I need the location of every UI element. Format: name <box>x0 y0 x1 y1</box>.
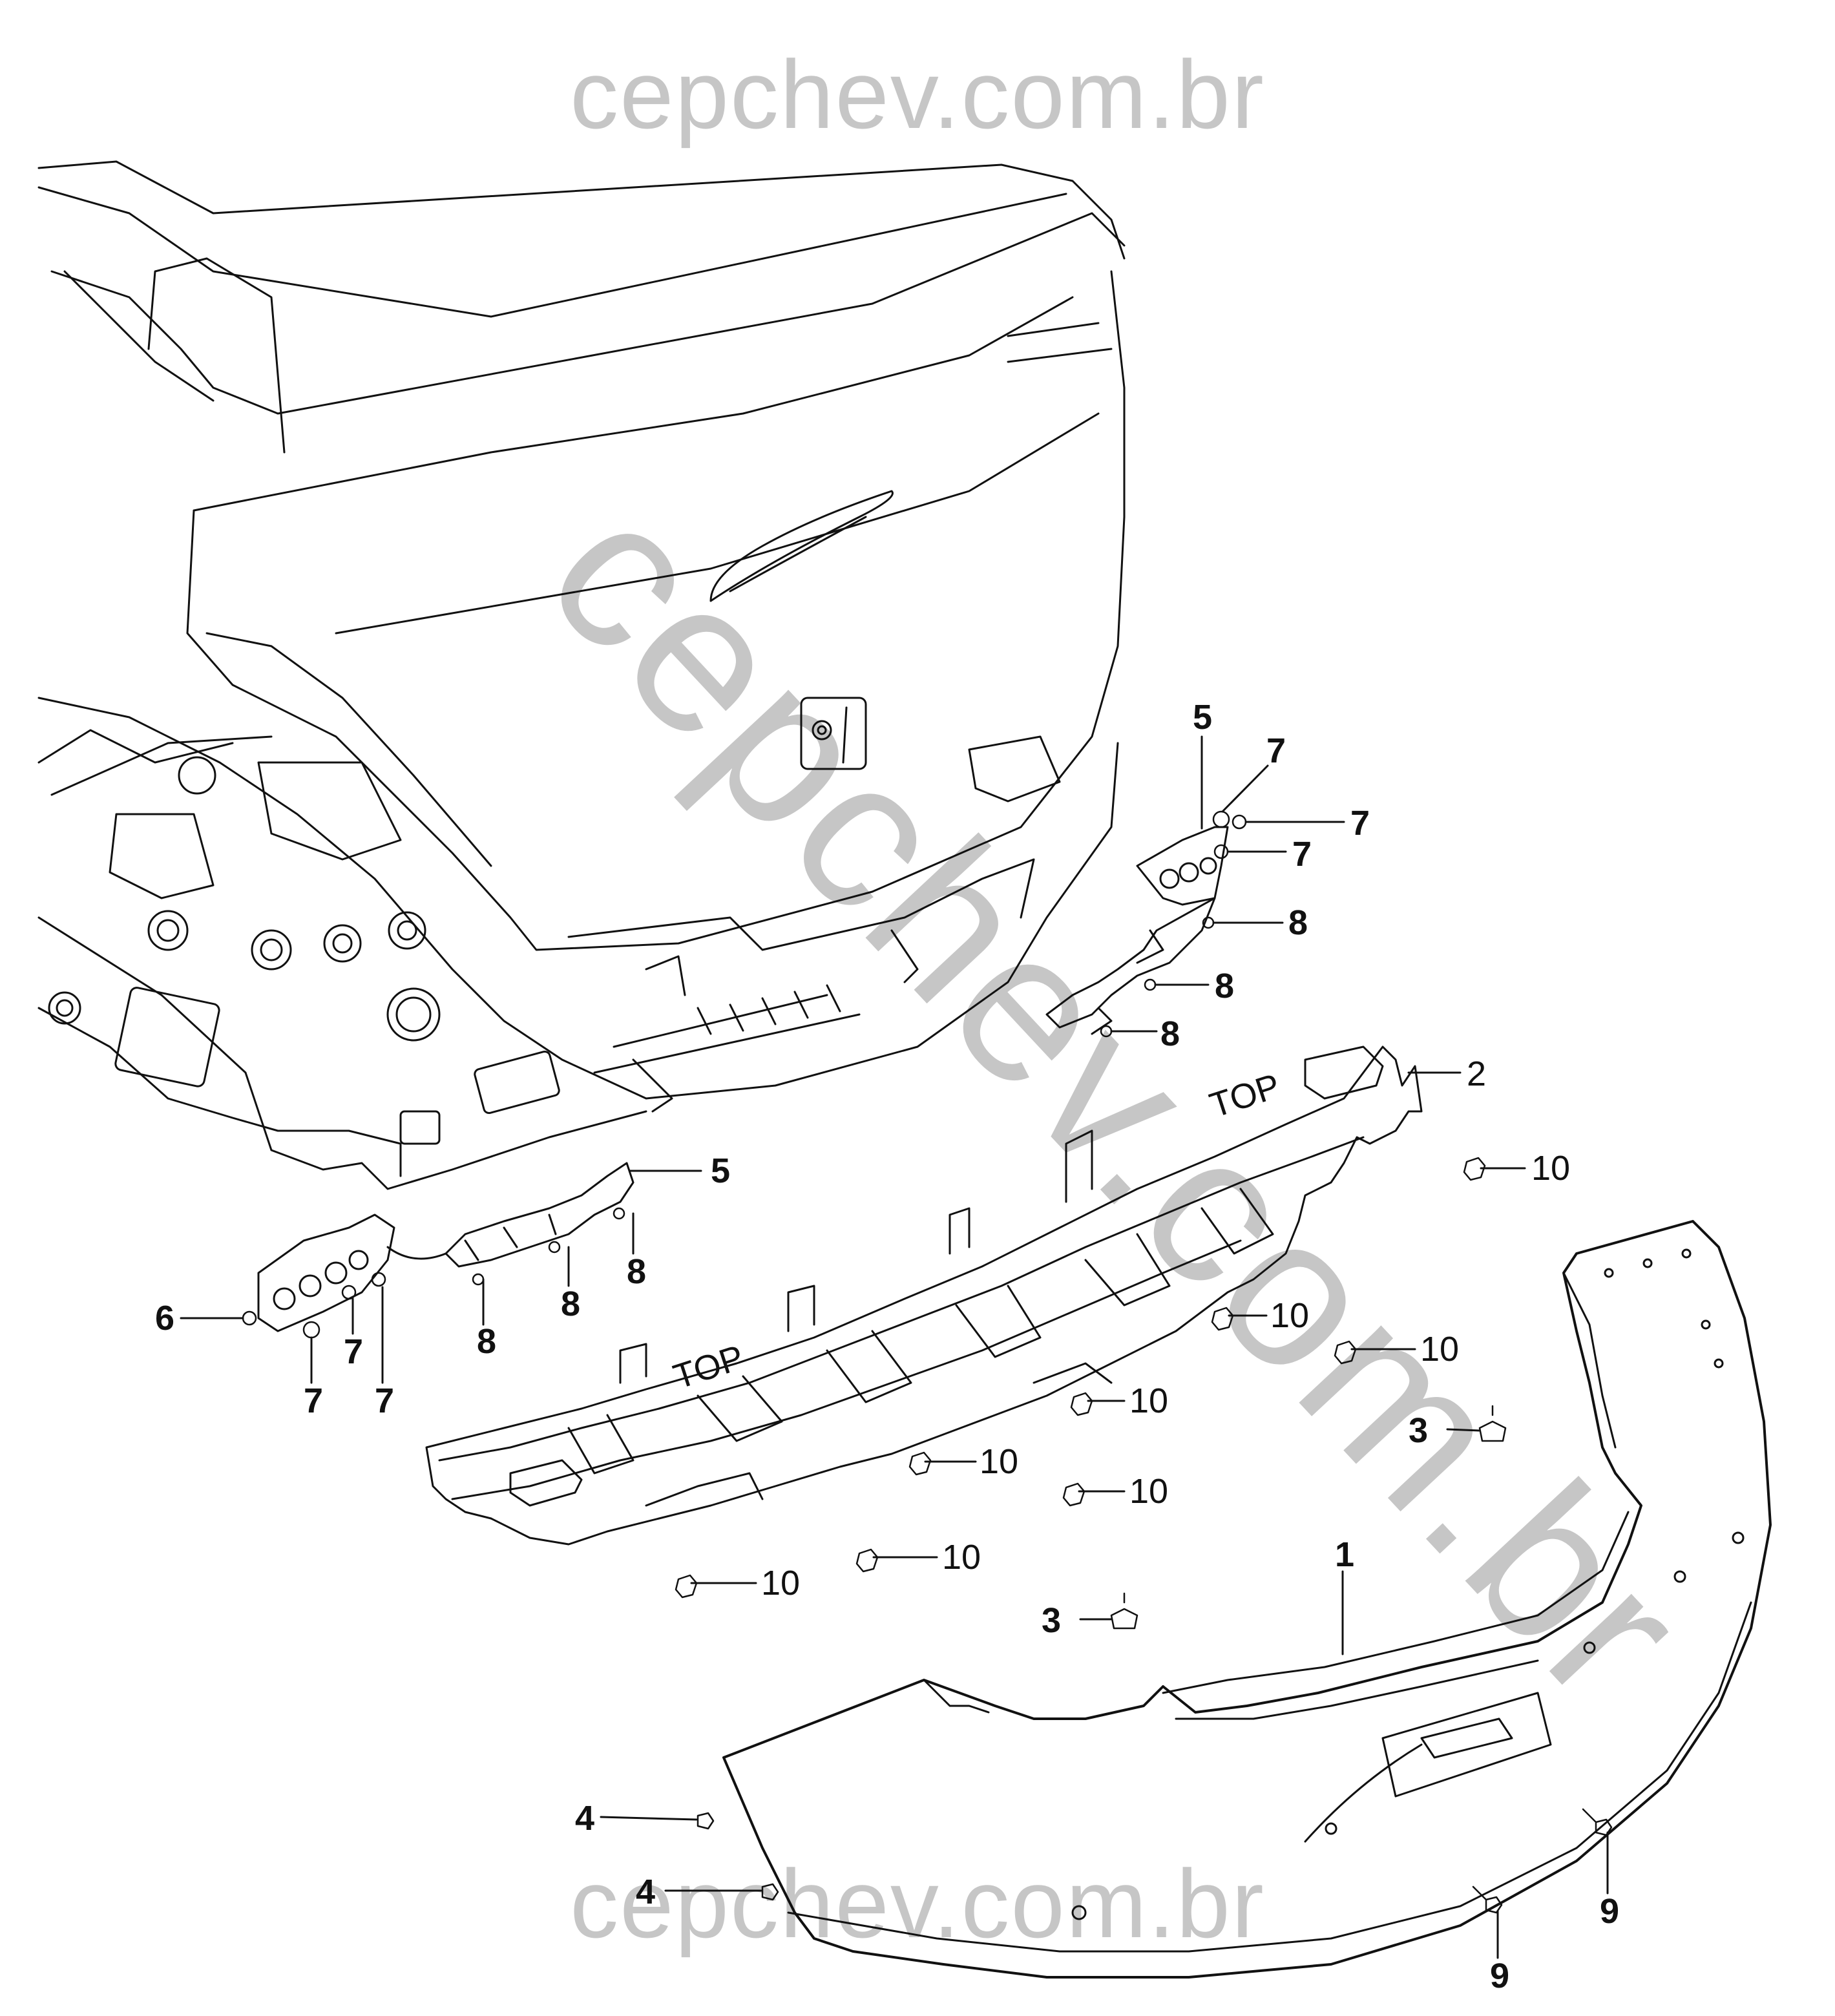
energy-absorber <box>425 1045 1423 1546</box>
screw-4-b <box>761 1883 779 1901</box>
washer-7-e <box>341 1285 357 1300</box>
callout-3b: 3 <box>1042 1601 1061 1640</box>
callout-4b: 4 <box>636 1873 655 1911</box>
vehicle-rear-body <box>37 160 1126 1190</box>
callout-7f: 7 <box>375 1381 394 1420</box>
callout-10h: 10 <box>761 1564 800 1602</box>
callout-7d: 7 <box>304 1381 323 1420</box>
callout-1: 1 <box>1335 1535 1354 1574</box>
callout-7e: 7 <box>344 1332 363 1371</box>
callout-2: 2 <box>1467 1055 1486 1093</box>
callout-10b: 10 <box>1270 1296 1309 1335</box>
washer-7-c <box>1213 844 1229 859</box>
callout-8c: 8 <box>1160 1014 1180 1053</box>
callout-10a: 10 <box>1531 1149 1570 1188</box>
callout-8b: 8 <box>1215 967 1234 1005</box>
screw-4-a <box>697 1812 715 1830</box>
screw-9-a <box>1582 1808 1613 1836</box>
bumper-bracket-left <box>257 1162 634 1332</box>
screw-9-b <box>1472 1885 1503 1914</box>
callout-8d: 8 <box>477 1322 496 1361</box>
callout-9b: 9 <box>1490 1957 1509 1995</box>
clip-10-e <box>908 1451 932 1476</box>
screw-8-e <box>548 1241 561 1254</box>
leader-lines <box>180 735 1609 1959</box>
callout-7c: 7 <box>1292 835 1312 874</box>
bumper-bracket-right <box>1045 826 1229 1035</box>
clip-10-c <box>1334 1340 1357 1365</box>
washer-7-a <box>1212 810 1230 828</box>
callout-9a: 9 <box>1600 1892 1619 1931</box>
screw-8-d <box>472 1273 485 1286</box>
clip-10-g <box>855 1548 879 1573</box>
callout-5b: 5 <box>711 1151 730 1190</box>
energy-absorber-marking-right: TOP <box>1205 1066 1284 1125</box>
pushpin-3-a <box>1478 1405 1507 1442</box>
callout-10d: 10 <box>1129 1381 1168 1420</box>
callout-3a: 3 <box>1409 1411 1428 1450</box>
screw-8-c <box>1100 1025 1113 1038</box>
screw-8-b <box>1144 978 1157 991</box>
absorber-top-marking-left: TOP <box>669 1338 748 1396</box>
callout-6: 6 <box>155 1299 174 1338</box>
washer-7-b <box>1232 814 1247 830</box>
clip-10-f <box>1062 1482 1085 1507</box>
absorber-top-marking-right: TOP <box>1205 1066 1284 1125</box>
callout-7a: 7 <box>1266 731 1286 770</box>
callout-7b: 7 <box>1350 804 1370 843</box>
callout-8f: 8 <box>627 1252 646 1291</box>
bumper-fascia <box>722 1220 1772 1979</box>
clip-10-h <box>675 1574 698 1599</box>
callout-10e: 10 <box>980 1442 1018 1481</box>
nut-6 <box>242 1310 257 1326</box>
washer-7-d <box>302 1321 320 1339</box>
callout-8e: 8 <box>561 1285 580 1323</box>
callout-5a: 5 <box>1193 698 1212 737</box>
watermark-top: cepchev.com.br <box>570 40 1265 149</box>
clip-10-b <box>1211 1307 1234 1331</box>
callout-numbers: 1 2 3 3 4 4 5 5 6 7 7 7 7 7 7 8 8 8 8 8 … <box>155 698 1619 1995</box>
watermark-bottom: cepchev.com.br <box>570 1849 1265 1958</box>
clip-10-d <box>1070 1392 1093 1416</box>
callout-10g: 10 <box>942 1538 981 1577</box>
energy-absorber-marking-left: TOP <box>669 1338 748 1396</box>
callout-8a: 8 <box>1288 903 1308 942</box>
fasteners <box>242 810 1613 1914</box>
callout-4a: 4 <box>575 1799 594 1838</box>
washer-7-f <box>371 1272 386 1287</box>
callout-10f: 10 <box>1129 1472 1168 1511</box>
clip-10-a <box>1463 1157 1486 1181</box>
screw-8-f <box>613 1207 625 1220</box>
pushpin-3-b <box>1110 1592 1138 1630</box>
callout-10c: 10 <box>1420 1330 1459 1369</box>
